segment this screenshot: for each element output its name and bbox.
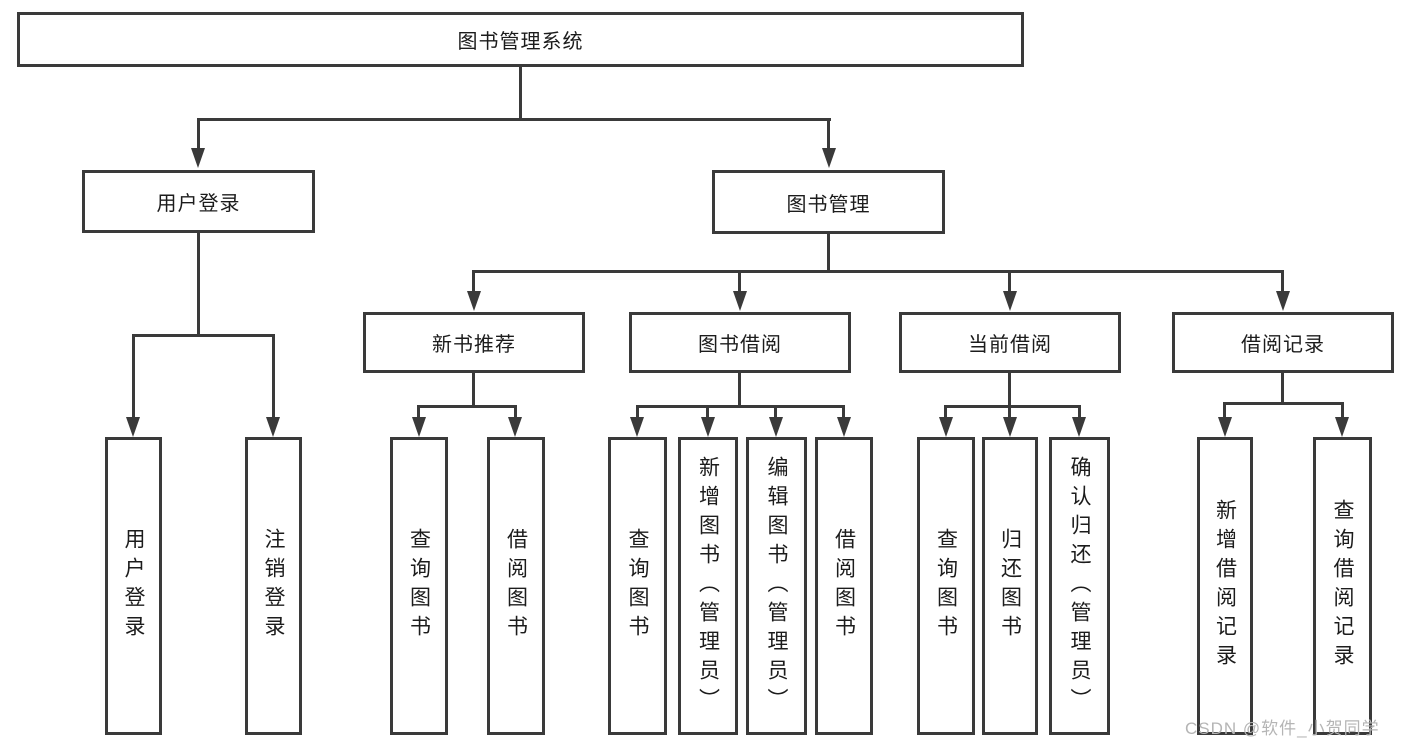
line-stub [636, 405, 639, 418]
arrowhead-down-icon [1072, 417, 1086, 437]
arrowhead-down-icon [126, 417, 140, 437]
arrowhead-down-icon [1003, 417, 1017, 437]
line-stub [417, 405, 420, 418]
arrowhead-down-icon [1276, 291, 1290, 311]
line-stub [197, 118, 200, 149]
arrowhead-down-icon [191, 148, 205, 168]
leaf-query-books-borrowing: 查询图书 [608, 437, 667, 735]
watermark: CSDN @软件_小贺同学 [1185, 719, 1380, 738]
arrowhead-down-icon [939, 417, 953, 437]
node-current-borrowing: 当前借阅 [899, 312, 1121, 373]
leaf-borrow-books-borrowing: 借阅图书 [815, 437, 873, 735]
line-stub [774, 405, 777, 418]
node-new-book-recommendation: 新书推荐 [363, 312, 585, 373]
line-stub [827, 118, 830, 149]
leaf-add-book-admin: 新增图书（管理员） [678, 437, 738, 735]
line-stub [738, 270, 741, 292]
line-vertical [738, 373, 741, 408]
node-borrowing-records: 借阅记录 [1172, 312, 1394, 373]
arrowhead-down-icon [769, 417, 783, 437]
arrowhead-down-icon [412, 417, 426, 437]
arrowhead-down-icon [630, 417, 644, 437]
arrowhead-down-icon [837, 417, 851, 437]
line-stub [1008, 270, 1011, 292]
leaf-logout: 注销登录 [245, 437, 302, 735]
line-stub [706, 405, 709, 418]
line-stub [1281, 270, 1284, 292]
line-stub [472, 270, 475, 292]
arrowhead-down-icon [1218, 417, 1232, 437]
line-vertical [472, 373, 475, 408]
line-stub [1223, 402, 1226, 418]
line-stub [1008, 405, 1011, 418]
leaf-query-borrow-record: 查询借阅记录 [1313, 437, 1372, 735]
line-stub [132, 334, 135, 418]
line-vertical [1281, 373, 1284, 405]
arrowhead-down-icon [701, 417, 715, 437]
line-horizontal [132, 334, 275, 337]
leaf-confirm-return-admin: 确认归还（管理员） [1049, 437, 1110, 735]
leaf-borrow-books-recommend: 借阅图书 [487, 437, 545, 735]
node-book-borrowing: 图书借阅 [629, 312, 851, 373]
arrowhead-down-icon [733, 291, 747, 311]
line-stub [1078, 405, 1081, 418]
line-horizontal [472, 270, 1284, 273]
arrowhead-down-icon [1335, 417, 1349, 437]
arrowhead-down-icon [266, 417, 280, 437]
line-horizontal [417, 405, 517, 408]
leaf-return-books: 归还图书 [982, 437, 1038, 735]
line-stub [1341, 402, 1344, 418]
leaf-query-books-recommend: 查询图书 [390, 437, 448, 735]
line-horizontal [1223, 402, 1344, 405]
node-user-login: 用户登录 [82, 170, 315, 233]
line-horizontal [197, 118, 831, 121]
arrowhead-down-icon [467, 291, 481, 311]
line-vertical [827, 234, 830, 273]
leaf-edit-book-admin: 编辑图书（管理员） [746, 437, 807, 735]
line-horizontal [636, 405, 845, 408]
arrowhead-down-icon [822, 148, 836, 168]
line-stub [944, 405, 947, 418]
line-stub [842, 405, 845, 418]
line-vertical [197, 233, 200, 337]
arrowhead-down-icon [508, 417, 522, 437]
line-stub [272, 334, 275, 418]
line-horizontal [944, 405, 1081, 408]
line-vertical [1008, 373, 1011, 408]
node-book-management: 图书管理 [712, 170, 945, 234]
line-vertical [519, 67, 522, 121]
arrowhead-down-icon [1003, 291, 1017, 311]
line-stub [514, 405, 517, 418]
node-root: 图书管理系统 [17, 12, 1024, 67]
leaf-query-books-current: 查询图书 [917, 437, 975, 735]
leaf-user-login: 用户登录 [105, 437, 162, 735]
leaf-add-borrow-record: 新增借阅记录 [1197, 437, 1253, 735]
